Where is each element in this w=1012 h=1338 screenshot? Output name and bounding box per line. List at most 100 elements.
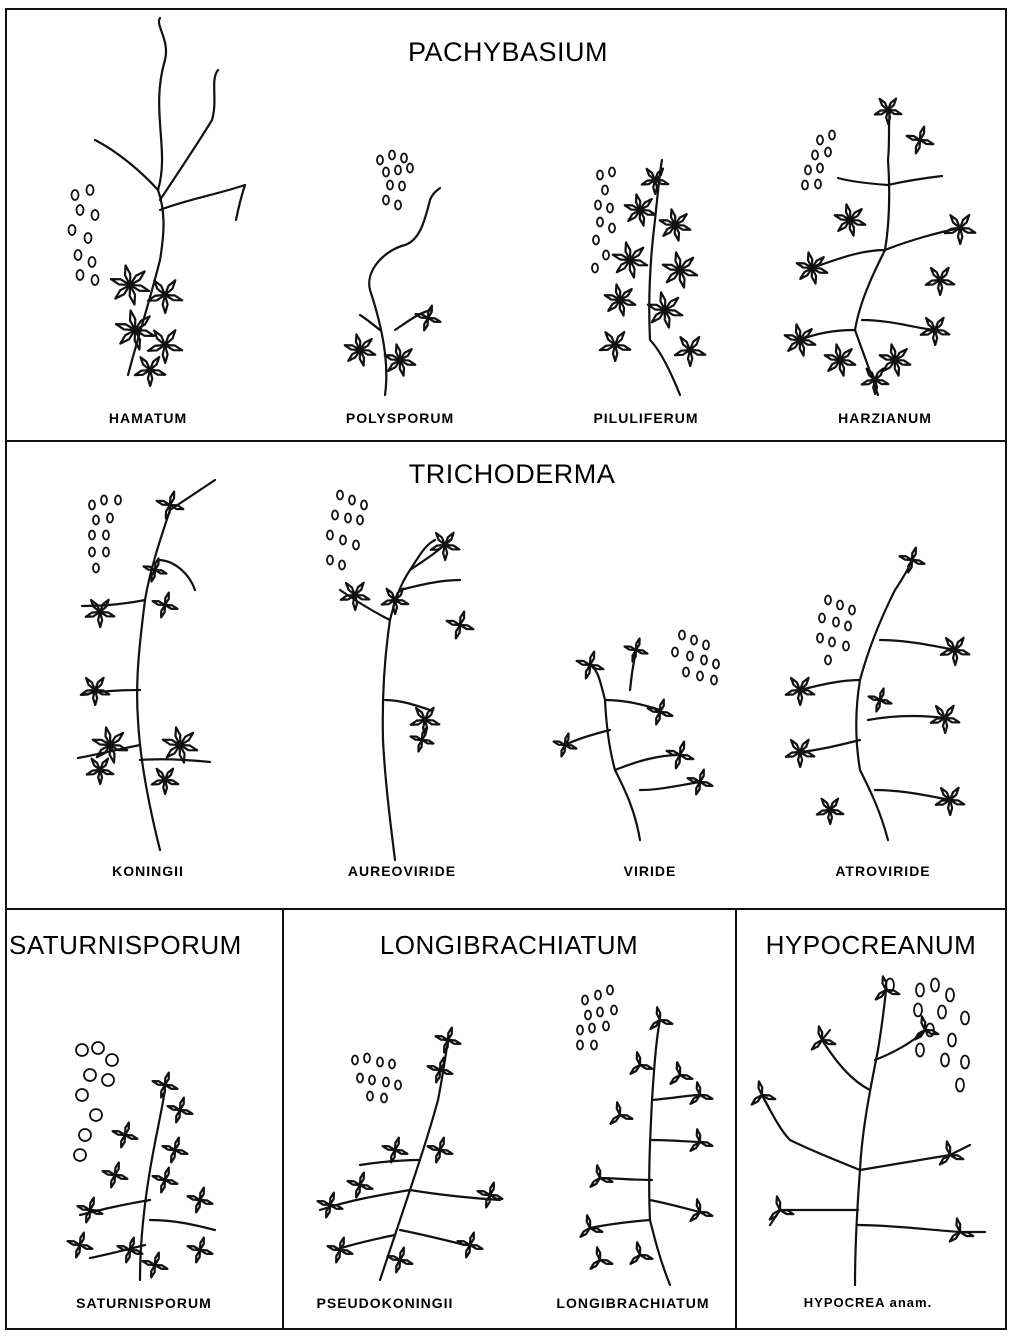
phialide-cluster [418,740,422,751]
phialide-cluster [126,1250,130,1262]
phialide-cluster [360,1173,364,1185]
phialide-cluster [667,270,680,282]
phialide-cluster [600,1260,612,1264]
phialide-cluster [921,330,935,335]
conidium [589,1024,595,1033]
phialide-cluster [676,755,680,768]
phialide-cluster [637,1242,640,1255]
hypha-branch [615,755,680,770]
conidium [687,652,693,661]
phialide-cluster [125,1135,137,1139]
phialide-cluster [196,1250,200,1262]
phialide-cluster [830,799,838,810]
phialide-cluster [883,360,895,371]
phialide-cluster [151,1265,155,1277]
phialide-cluster [443,545,447,560]
conidium [691,636,697,645]
phialide-cluster [78,1206,90,1210]
phialide-cluster [875,369,883,380]
conidium [577,1026,583,1035]
phialide-cluster [958,228,962,244]
phialide-cluster [665,298,678,310]
phialide-cluster [680,742,684,755]
phialide-cluster [630,248,643,260]
phialide-cluster [120,330,135,344]
phialide-cluster [436,1070,440,1082]
conidium [367,1092,373,1101]
phialide-cluster [936,800,950,805]
conidium [101,496,107,505]
phialide-cluster [125,1123,129,1135]
conidium [825,656,831,665]
phialide-cluster [440,1150,452,1154]
phialide-cluster [336,1250,340,1262]
conidium [69,225,76,235]
phialide-cluster [135,370,150,375]
conidium [812,151,818,160]
phialide-cluster [466,1245,470,1257]
conidium [77,205,84,215]
phialide-cluster [597,1165,600,1178]
phialide-cluster [118,1246,130,1250]
phialide-cluster [822,799,830,810]
conidium [92,1042,104,1054]
phialide-cluster [388,360,400,371]
phialide-cluster [154,281,165,295]
conidium [817,136,823,145]
conidium [389,151,395,160]
hypha-branch [590,1220,650,1228]
phialide-cluster [86,678,95,690]
hypha-branch [385,700,430,710]
conidium [829,131,835,140]
conidium [825,148,831,157]
caption-viride: VIRIDE [624,863,677,879]
conidium [683,668,689,677]
phialide-cluster [188,1246,200,1250]
conidium [103,548,109,557]
phialide-cluster [200,1188,204,1200]
conidium [916,1044,924,1057]
phialide-cluster [416,708,425,720]
phialide-cluster [188,1196,200,1200]
conidium [407,164,413,173]
conidium [611,1006,617,1015]
phialide-cluster [424,318,428,330]
phialide-cluster [688,778,700,782]
phialide-cluster [800,268,812,279]
conidium [956,1079,964,1092]
phialide-cluster [791,740,800,752]
conidium [389,1060,395,1069]
conidium [591,1041,597,1050]
phialide-cluster [690,350,705,355]
phialide-cluster [828,360,840,371]
phialide-cluster [165,330,175,345]
phialide-cluster [161,1180,165,1192]
conidium [75,250,82,260]
phialide-cluster [935,318,944,330]
phialide-cluster [68,1241,80,1245]
phialide-cluster [950,1155,963,1159]
phialide-cluster [200,1238,204,1250]
phialide-cluster [625,646,636,650]
phialide-cluster [400,1248,404,1260]
phialide-cluster [445,533,454,545]
phialide-cluster [940,268,949,280]
conidium [90,1109,102,1121]
phialide-cluster [938,280,942,295]
phialide-cluster [597,1247,600,1260]
conidium [337,491,343,500]
phialide-cluster [912,560,924,564]
conidium [72,190,79,200]
phialide-cluster [165,295,182,300]
phialide-cluster [153,1176,165,1180]
phialide-cluster [758,1081,762,1095]
conidium [679,631,685,640]
phialide-cluster [776,1196,780,1210]
conidium [941,1054,949,1067]
phialide-cluster [447,621,460,625]
phialide-cluster [330,1205,342,1209]
phialide-cluster [636,639,640,650]
conidium [399,182,405,191]
phialide-cluster [770,1210,780,1220]
conidium [93,564,99,573]
